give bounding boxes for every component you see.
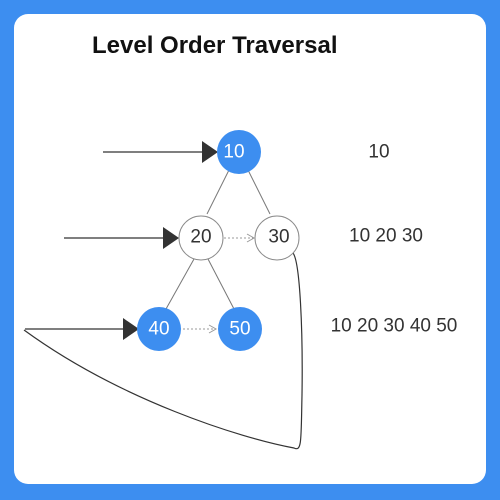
node-20: 20 (178, 215, 224, 261)
node-30: 30 (254, 215, 300, 261)
edge-20-40 (165, 258, 195, 310)
edge-10-20 (206, 169, 230, 215)
node-40: 40 (137, 307, 181, 351)
level-2-output: 10 20 30 (349, 226, 423, 247)
node-50: 50 (218, 307, 262, 351)
level-3-output: 10 20 30 40 50 (331, 316, 458, 337)
svg-text:50: 50 (229, 319, 250, 340)
svg-text:40: 40 (148, 319, 169, 340)
level-1-arrow (103, 141, 218, 163)
level-1-output: 10 (368, 142, 389, 163)
svg-text:20: 20 (190, 227, 211, 248)
node-10: 10 (217, 130, 261, 174)
level-2-arrow (64, 227, 179, 249)
diagram-card (14, 14, 486, 484)
traversal-loop-path (23, 252, 303, 450)
level-3-arrow (25, 318, 139, 340)
edge-10-30 (247, 169, 271, 215)
edge-20-50 (207, 258, 235, 310)
diagram-title: Level Order Traversal (92, 32, 338, 59)
svg-text:30: 30 (268, 227, 289, 248)
svg-text:10: 10 (223, 142, 244, 163)
